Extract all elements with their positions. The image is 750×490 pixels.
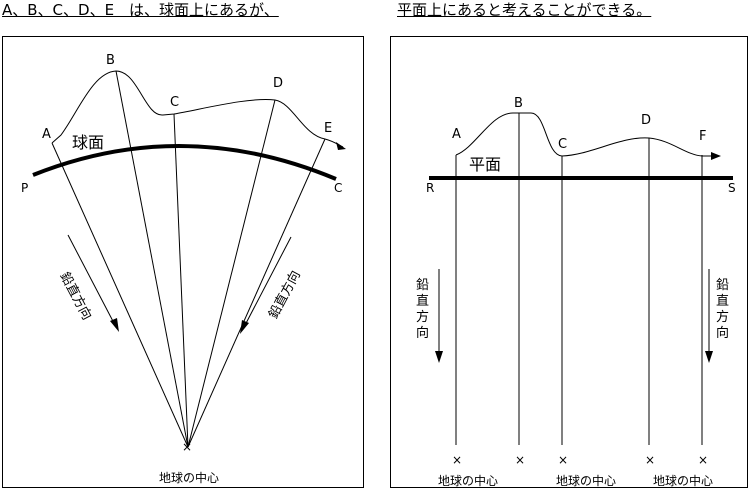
point-a-label: A: [452, 127, 461, 142]
earth-center-marker: ×: [182, 440, 192, 454]
right-vertical-char-3: 方: [716, 309, 729, 325]
line-end-label: S: [728, 181, 736, 195]
right-vertical-char-2: 直: [716, 294, 729, 309]
sphere-arc: [32, 144, 337, 181]
terrain-arrowhead: [336, 142, 346, 150]
vertical-line-d: [187, 99, 276, 448]
spherical-surface-panel: A B C D E P C 球面 鉛直方向 鉛直方向 × 地球の中心: [2, 36, 364, 488]
left-vertical-char-1: 鉛: [416, 278, 429, 293]
spherical-diagram: A B C D E P C 球面 鉛直方向 鉛直方向 × 地球の中心: [21, 53, 346, 485]
right-vertical-arrowhead: [240, 320, 249, 334]
left-vertical-arrow-shaft: [67, 234, 117, 328]
left-vertical-arrowhead: [110, 318, 119, 332]
surface-label: 平面: [469, 155, 501, 174]
center-marker-f: ×: [698, 453, 708, 467]
left-vertical-char-4: 向: [416, 325, 429, 341]
right-caption: 平面上にあると考えることができる。: [397, 1, 652, 19]
point-c-label: C: [170, 95, 179, 110]
center-marker-d: ×: [645, 453, 655, 467]
vertical-line-c: [173, 113, 189, 448]
vertical-line-b: [115, 70, 189, 448]
right-vertical-arrow-shaft: [242, 236, 292, 330]
left-vertical-arrowhead: [435, 351, 443, 363]
center-marker-a: ×: [452, 453, 462, 467]
earth-center-label-2: 地球の中心: [556, 473, 616, 488]
line-start-label: R: [426, 181, 434, 195]
point-d-label: D: [641, 113, 651, 128]
earth-center-label-1: 地球の中心: [438, 473, 498, 488]
left-vertical-direction-label: 鉛直方向: [416, 278, 429, 341]
curve-end-label: C: [334, 181, 342, 195]
point-d-label: D: [273, 76, 283, 91]
point-c-label: C: [558, 137, 567, 152]
point-f-label: F: [699, 129, 706, 144]
vertical-line-a: [51, 142, 189, 448]
point-a-label: A: [42, 127, 51, 142]
terrain-profile: [51, 70, 344, 148]
point-e-label: E: [324, 121, 332, 136]
center-marker-b: ×: [515, 453, 525, 467]
earth-center-label: 地球の中心: [159, 470, 219, 485]
left-vertical-char-2: 直: [416, 294, 429, 309]
vertical-line-e: [187, 138, 326, 448]
center-marker-c: ×: [558, 453, 568, 467]
terrain-profile: [455, 112, 713, 157]
right-vertical-direction-label: 鉛直方向: [716, 278, 729, 341]
left-vertical-char-3: 方: [416, 309, 429, 325]
right-vertical-char-1: 鉛: [716, 278, 729, 293]
point-b-label: B: [514, 96, 523, 111]
point-b-label: B: [106, 53, 115, 68]
earth-center-label-3: 地球の中心: [653, 473, 713, 488]
curve-start-label: P: [21, 181, 28, 195]
left-caption: A、B、C、D、E は、球面上にあるが、: [2, 1, 279, 19]
plane-diagram: A B C D F R S 平面 鉛直方向 鉛直方向 × × × × × 地球の…: [416, 96, 736, 488]
surface-label: 球面: [72, 133, 104, 152]
plane-surface-panel: A B C D F R S 平面 鉛直方向 鉛直方向 × × × × × 地球の…: [390, 36, 748, 488]
left-vertical-direction-label: 鉛直方向: [56, 269, 95, 322]
terrain-arrowhead: [711, 152, 721, 160]
right-vertical-char-4: 向: [716, 325, 729, 341]
right-vertical-arrowhead: [705, 351, 713, 363]
